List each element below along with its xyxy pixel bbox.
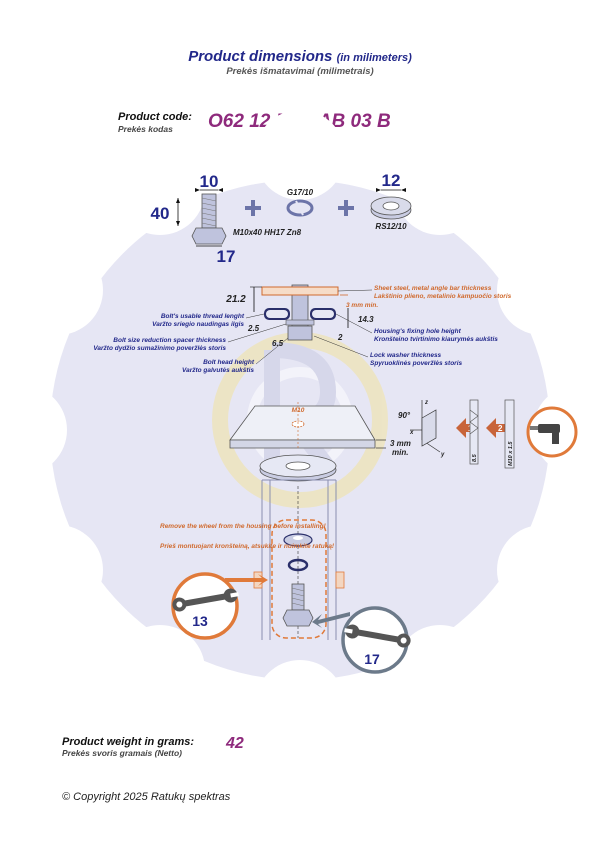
weight-label: Product weight in grams: [62,736,195,748]
spacer-width: 12 [382,171,401,190]
exploded-bolt [282,583,314,627]
dim-6-5: 6.5 [272,339,284,348]
angle-indicator [410,400,441,453]
page-subtitle: Prekės išmatavimai (milimetrais) [226,66,374,77]
exploded-lock-washer [287,558,309,572]
bolt-spec: M10x40 HH17 Zn8 [233,228,302,237]
tap-size: M10 x 1.5 [508,441,514,466]
wrench-right-badge [312,606,411,674]
copyright: © Copyright 2025 Ratukų spektras [62,791,231,803]
bolt-part [176,188,227,247]
metal-plate [229,402,386,449]
lock-thickness-label-lt: Spyruoklinės poveržlės storis [370,360,463,367]
dim-3mm: 3 mm min. [346,302,378,309]
angle-value: 90° [398,411,411,420]
spacer-washer-part [370,188,412,220]
lock-thickness-label: Lock washer thickness [370,352,442,359]
step-arrows [456,418,508,438]
spacer-spec: RS12/10 [375,222,407,231]
dim-2: 2 [337,333,343,342]
bolt-length: 40 [151,204,170,223]
exploded-spacer [283,533,313,547]
dim-14-3: 14.3 [358,315,374,324]
head-height-label: Bolt head height [203,359,255,366]
weight-value: 42 [226,735,244,752]
callout-lines [227,289,373,365]
plate-thickness-min: min. [392,448,408,457]
step-2: 2 [498,424,503,433]
bolt-head-width: 10 [200,172,219,191]
tap-icon [504,399,515,469]
plate-thickness-label: Sheet steel, metal angle bar thickness [374,285,492,292]
spacer-thickness-label-lt: Varžto dydžio sumažinimo poveržlės stori… [93,345,226,352]
hole-height-label-lt: Kronšteino tvirtinimo kiaurymės aukštis [374,336,498,343]
power-drill-icon [526,406,578,458]
plate-thickness-label-lt: Lakštinio plieno, metalinio kampuočio st… [374,293,512,300]
title-suffix: (in milimeters) [336,52,412,64]
hole-height-label: Housing's fixing hole height [374,328,462,335]
head-height-label-lt: Varžto galvutės aukštis [182,367,254,374]
drill-size: 8.5 [472,453,478,462]
drill-bit-icon [469,399,479,465]
housing-frame [261,479,337,640]
axis-x: x [409,430,414,436]
title-main: Product dimensions [188,48,333,65]
weight-label-lt: Prekės svoris gramais (Netto) [62,748,182,758]
thread-length-label-lt: Varžto sriegio naudingas ilgis [152,321,244,328]
warning-text-lt: Prieš montuojant kronšteiną, atsukite ir… [160,543,335,550]
wrench-right-size: 17 [364,651,380,667]
axis-y: y [440,452,445,458]
wrench-left-badge [171,572,268,640]
thread-length-label: Bolt's usable thread lenght [161,313,245,320]
wrench-left-size: 13 [192,613,208,629]
bolt-head-height: 17 [217,247,236,266]
wrench-icon [172,588,239,612]
axis-z: z [424,400,428,406]
warning-text: Remove the wheel from the housing before… [160,523,327,530]
page-title: Product dimensions (in milimeters) [0,48,600,65]
assembly-section [250,284,349,341]
plate-thickness: 3 mm [390,439,411,448]
removal-zone [271,519,327,639]
large-washer [259,454,337,482]
spacer-thickness-label: Bolt size reduction spacer thickness [113,337,226,344]
plate-thread: M10 [292,407,305,414]
dim-2-5: 2.5 [247,324,260,333]
plus-icon [245,200,354,216]
lock-washer-part [286,199,314,217]
wrench-icon [344,624,411,648]
lock-washer-spec: G17/10 [287,188,314,197]
dim-21-2: 21.2 [225,294,246,305]
gear-background [0,110,600,750]
product-code-label: Product code: [118,111,192,123]
product-code-label-lt: Prekės kodas [118,124,173,134]
